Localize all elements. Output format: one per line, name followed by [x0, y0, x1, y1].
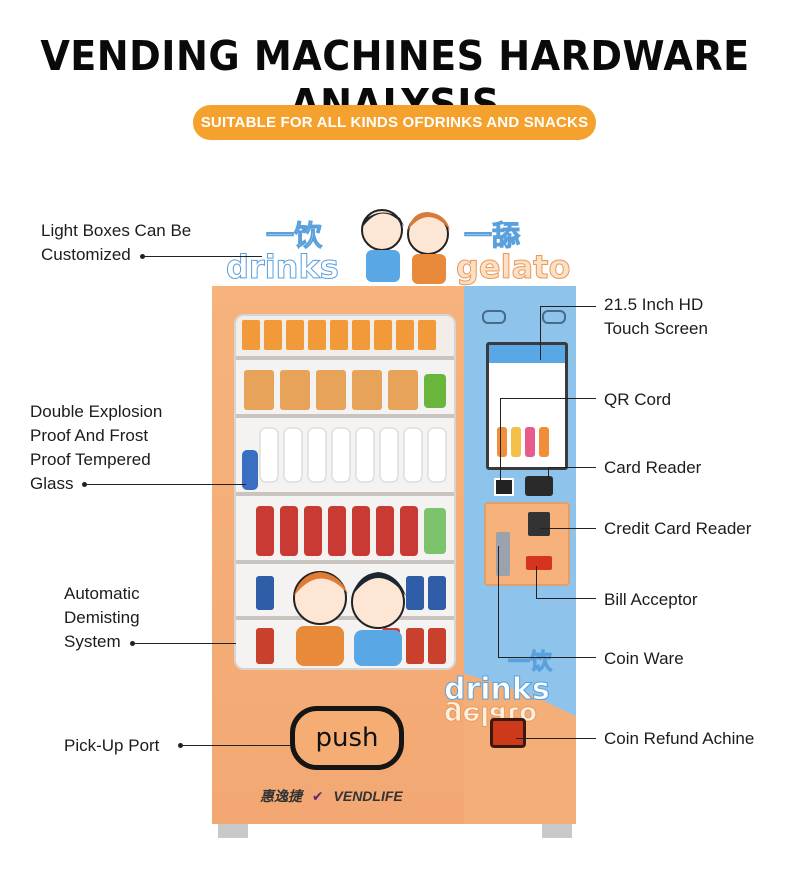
callout-line — [536, 598, 596, 599]
side-cn-text: 一饮 — [507, 650, 553, 676]
brand-en: VENDLIFE — [333, 788, 403, 804]
page-title: VENDING MACHINES HARDWARE ANALYSIS — [40, 32, 750, 128]
bill-acceptor-icon[interactable] — [526, 556, 552, 570]
callout-qr: QR Cord — [604, 390, 672, 409]
callout-line — [548, 467, 549, 481]
coin-refund-button[interactable] — [490, 718, 526, 748]
subtitle-badge: SUITABLE FOR ALL KINDS OFDRINKS AND SNAC… — [193, 105, 596, 140]
callout-line — [84, 484, 246, 485]
speaker-right-icon — [542, 310, 566, 324]
callout-credit-card: Credit Card Reader — [604, 519, 752, 538]
coin-slot-icon[interactable] — [496, 532, 510, 576]
callout-line — [132, 643, 236, 644]
vending-machine-illustration: 一饮 一舔 drinks gelato — [212, 200, 580, 840]
speaker-left-icon — [482, 310, 506, 324]
banner-gelato: gelato — [455, 248, 571, 287]
callout-line — [540, 528, 596, 529]
callout-light-boxes: Light Boxes Can Be Customized — [41, 221, 192, 264]
banner-cn-left: 一饮 — [265, 219, 323, 253]
card-reader-icon[interactable] — [525, 476, 553, 496]
product-shelves-icon — [236, 316, 454, 666]
callout-line — [548, 467, 596, 468]
callout-line — [498, 546, 499, 657]
callout-glass: Double Explosion Proof And Frost Proof T… — [30, 402, 163, 493]
touch-screen[interactable] — [486, 342, 568, 470]
pickup-port[interactable]: push — [290, 706, 404, 770]
callout-touch-screen: 21.5 Inch HD Touch Screen — [604, 295, 708, 338]
callout-line — [500, 398, 596, 399]
callout-bill: Bill Acceptor — [604, 590, 698, 609]
callout-line — [142, 256, 262, 257]
callout-line — [536, 566, 537, 598]
payment-module — [484, 502, 570, 586]
banner-cn-right: 一舔 — [463, 219, 521, 253]
foot-left — [218, 824, 248, 838]
side-drinks-text: drinks — [444, 672, 551, 708]
qr-code-scanner-icon[interactable] — [494, 478, 514, 496]
cartoon-characters-icon — [361, 209, 450, 284]
callout-line — [180, 745, 290, 746]
callout-line — [516, 738, 596, 739]
brand-logo: 惠逸捷 ✔ VENDLIFE — [260, 788, 403, 804]
push-label: push — [315, 723, 379, 753]
callout-coin: Coin Ware — [604, 649, 684, 668]
callout-demisting: Automatic Demisting System — [64, 584, 140, 651]
light-box-banner: 一饮 一舔 drinks gelato — [222, 200, 572, 290]
callout-line — [540, 306, 541, 360]
callout-line — [498, 657, 596, 658]
credit-card-reader-icon[interactable] — [528, 512, 550, 536]
callout-coin-refund: Coin Refund Achine — [604, 729, 755, 748]
foot-right — [542, 824, 572, 838]
callout-card-reader: Card Reader — [604, 458, 702, 477]
callout-pickup: Pick-Up Port — [64, 736, 160, 755]
banner-drinks: drinks — [226, 248, 340, 287]
brand-cn: 惠逸捷 — [260, 788, 302, 804]
display-glass — [234, 314, 456, 670]
callout-line — [540, 306, 596, 307]
callout-line — [500, 398, 501, 480]
